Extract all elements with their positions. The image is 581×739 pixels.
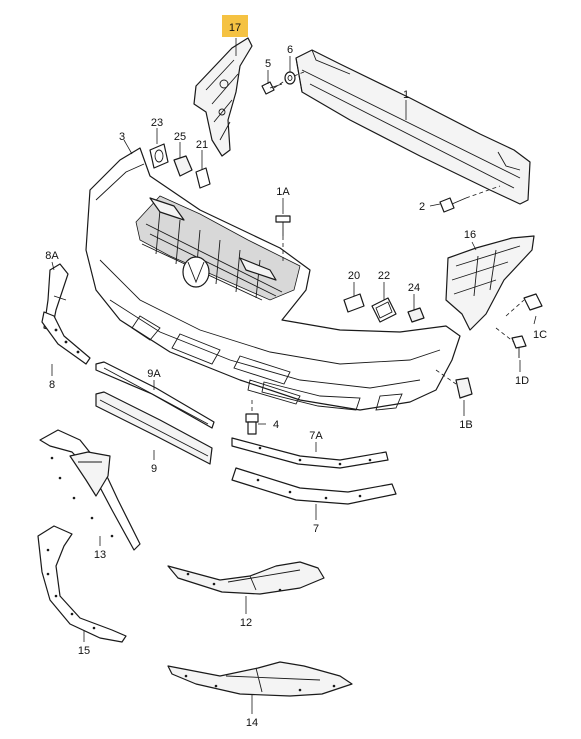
part-2-bolt bbox=[439, 197, 467, 213]
part-1b-clip bbox=[455, 377, 473, 399]
callout-24: 24 bbox=[408, 282, 420, 294]
callout-labels: 17 6 5 1 23 25 21 3 2 1A 16 8A 20 22 24 … bbox=[45, 15, 547, 729]
callout-13: 13 bbox=[94, 549, 106, 561]
callout-16: 16 bbox=[464, 229, 476, 241]
callout-5: 5 bbox=[265, 58, 271, 70]
callout-22: 22 bbox=[378, 270, 390, 282]
callout-12: 12 bbox=[240, 617, 252, 629]
callout-6: 6 bbox=[287, 44, 293, 56]
part-5-bolt bbox=[261, 81, 283, 95]
leader-lines bbox=[51, 38, 537, 714]
callout-1c: 1C bbox=[533, 329, 547, 341]
callout-7: 7 bbox=[313, 523, 319, 535]
callout-1: 1 bbox=[403, 89, 409, 101]
part-7-strip bbox=[231, 467, 397, 505]
part-14-undertray bbox=[167, 661, 353, 697]
part-3-bumper-cover bbox=[85, 147, 461, 411]
callout-9a: 9A bbox=[147, 368, 161, 380]
part-22-frame bbox=[371, 297, 397, 323]
callout-1a: 1A bbox=[276, 186, 290, 198]
part-25-clip bbox=[173, 155, 193, 177]
part-9a-strip bbox=[95, 361, 215, 429]
callout-21: 21 bbox=[196, 139, 208, 151]
callout-7a: 7A bbox=[309, 430, 323, 442]
part-23-clip bbox=[149, 143, 169, 169]
part-1-impact-bar bbox=[295, 49, 531, 205]
part-20-cap bbox=[343, 293, 365, 313]
part-12-undertray bbox=[167, 561, 325, 595]
callout-25: 25 bbox=[174, 131, 186, 143]
callout-14: 14 bbox=[246, 717, 258, 729]
part-17-bracket bbox=[193, 37, 253, 157]
callout-2: 2 bbox=[419, 201, 425, 213]
part-13-arch-trim bbox=[39, 429, 141, 551]
callout-1b: 1B bbox=[459, 419, 472, 431]
callout-17: 17 bbox=[229, 22, 241, 34]
part-1d-bolt bbox=[511, 335, 527, 358]
part-4-bolt bbox=[245, 413, 259, 435]
part-24-clip bbox=[407, 307, 425, 323]
part-15-arch-trim bbox=[37, 525, 127, 643]
callout-3: 3 bbox=[119, 131, 125, 143]
callout-8: 8 bbox=[49, 379, 55, 391]
part-9-strip bbox=[95, 391, 213, 465]
part-7a-strip bbox=[231, 437, 389, 469]
callout-20: 20 bbox=[348, 270, 360, 282]
part-1c-clip bbox=[523, 293, 543, 311]
callout-1d: 1D bbox=[515, 375, 529, 387]
part-8-strip bbox=[41, 311, 91, 365]
part-1a-bolt bbox=[275, 215, 291, 236]
callout-23: 23 bbox=[151, 117, 163, 129]
part-16-side-bracket bbox=[445, 235, 535, 331]
callout-9: 9 bbox=[151, 463, 157, 475]
callout-15: 15 bbox=[78, 645, 90, 657]
callout-4: 4 bbox=[273, 419, 279, 431]
callout-17-highlight bbox=[222, 15, 248, 37]
part-21-cap bbox=[195, 167, 211, 189]
callout-8a: 8A bbox=[45, 250, 59, 262]
part-6-washer bbox=[284, 71, 296, 85]
